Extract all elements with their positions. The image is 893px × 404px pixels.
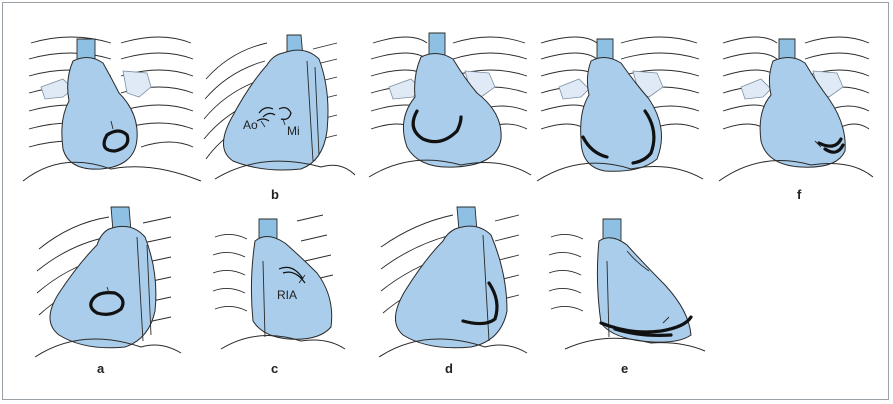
ria-label: RIA [277, 288, 297, 302]
heart-pa-ring-calcification [22, 36, 202, 182]
figure-frame: Ao Mi b [2, 2, 889, 400]
heart-pa-apical-calcification [536, 36, 704, 182]
heart-pa-apex-calcification [718, 36, 874, 182]
panel-label-d: d [445, 361, 453, 376]
panel-label-c: c [271, 361, 278, 376]
heart-lateral-ring-calcification [34, 206, 182, 358]
panel-label-e: e [621, 361, 628, 376]
panel-label-a: a [97, 361, 105, 376]
panel-label-b: b [271, 187, 279, 202]
heart-oblique-ria-calcification: RIA [212, 214, 346, 350]
heart-pa-ventricular-calcification [368, 32, 532, 178]
heart-lateral-apical-calcification [548, 218, 706, 352]
panel-label-f: f [797, 187, 802, 202]
heart-lateral-wall-calcification [378, 206, 528, 358]
figure-canvas: Ao Mi b [22, 32, 874, 376]
mitral-valve-label: Mi [287, 124, 300, 138]
heart-lateral-valve-calcification: Ao Mi [203, 34, 356, 180]
aortic-valve-label: Ao [243, 118, 258, 132]
